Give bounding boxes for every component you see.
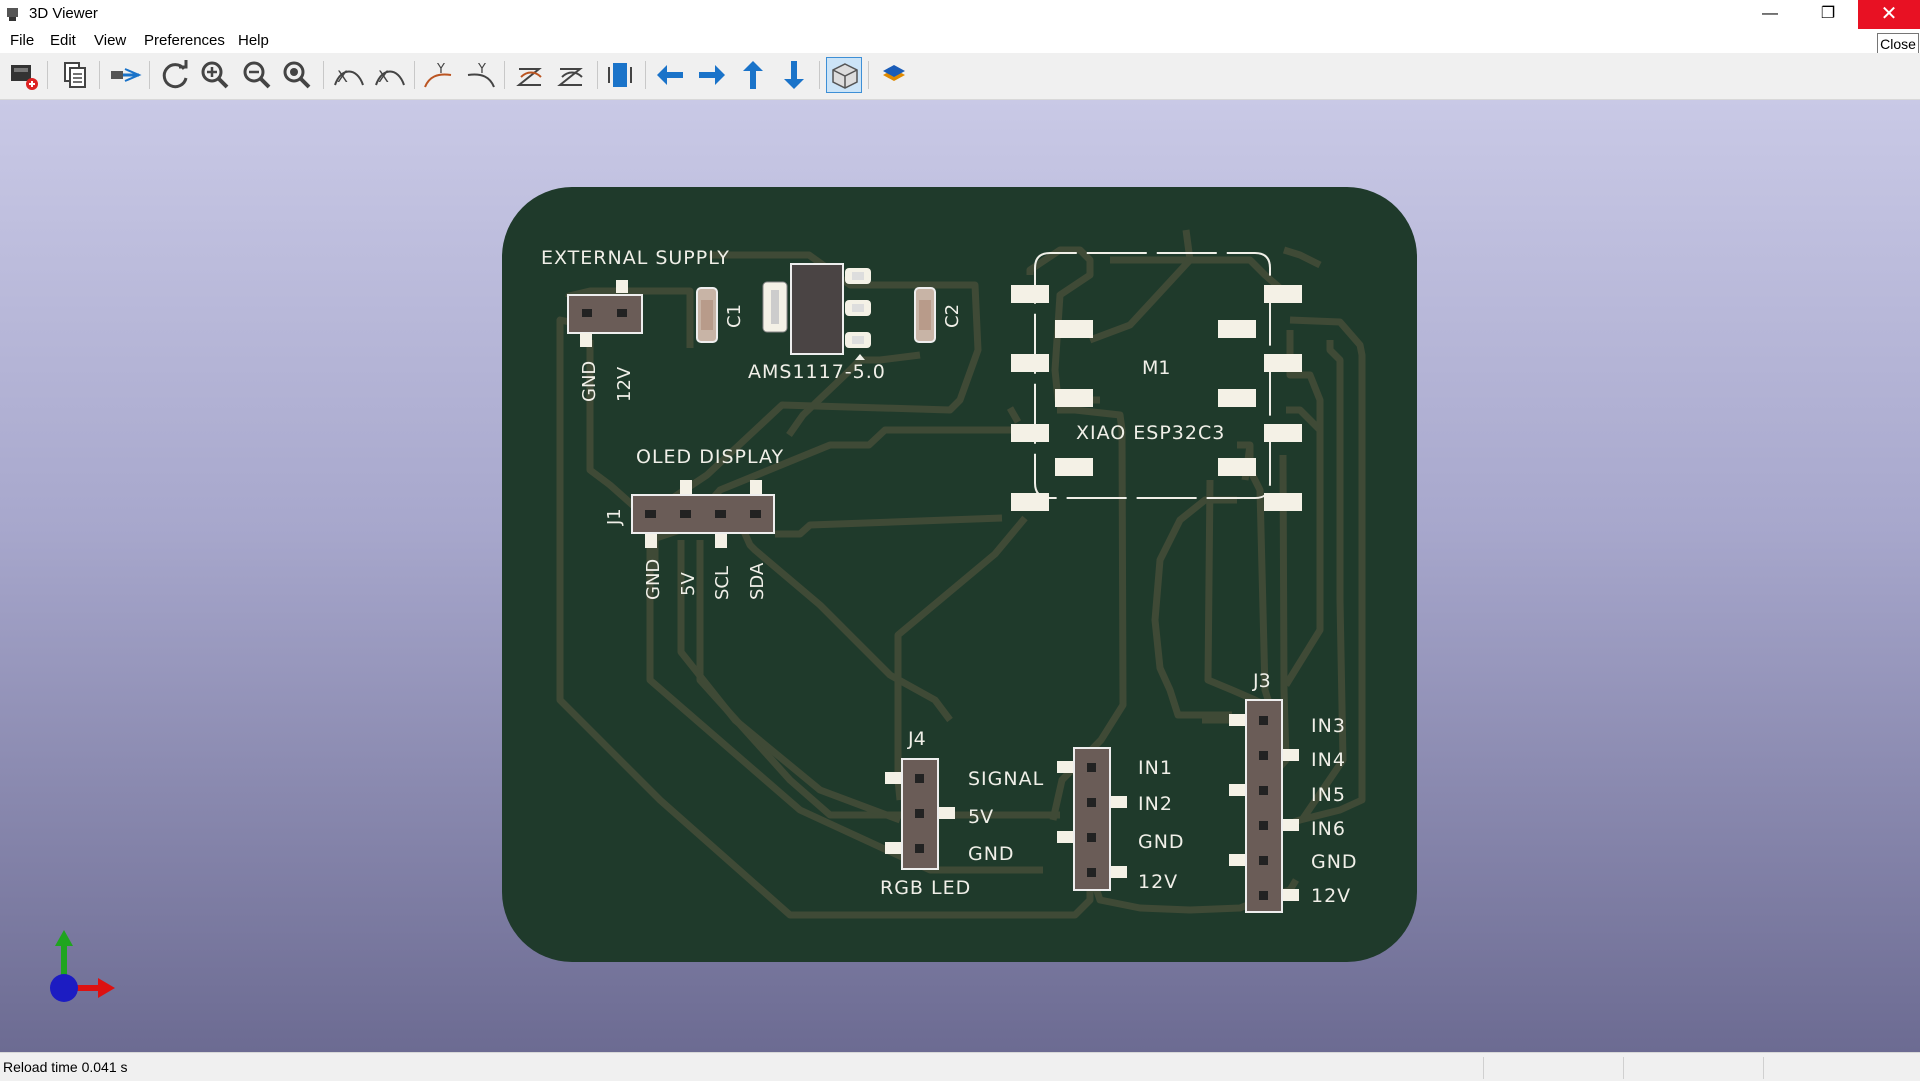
- window-title: 3D Viewer: [29, 5, 98, 22]
- app-icon: [7, 8, 18, 21]
- module-xiao-esp32c3: [1011, 252, 1302, 511]
- label-in5: IN5: [1311, 784, 1346, 806]
- connector-j3: [1229, 699, 1299, 913]
- connector-j4-rgb: [885, 758, 955, 870]
- flip-board-icon[interactable]: [603, 57, 639, 93]
- label-j3-12v: 12V: [1311, 885, 1351, 907]
- label-mid-12v: 12V: [1138, 871, 1178, 893]
- label-j4-gnd: GND: [968, 843, 1015, 865]
- rotate-z-ccw-icon[interactable]: [554, 57, 590, 93]
- label-xiao-esp32c3: XIAO ESP32C3: [1076, 422, 1225, 444]
- rotate-x-cw-icon[interactable]: X: [331, 57, 367, 93]
- menu-bar: File Edit View Preferences Help: [0, 29, 1920, 53]
- reload-board-icon[interactable]: [107, 57, 143, 93]
- label-in6: IN6: [1311, 818, 1346, 840]
- label-rgb-led: RGB LED: [880, 877, 971, 899]
- status-bar: Reload time 0.041 s: [0, 1052, 1920, 1081]
- label-c1: C1: [724, 304, 745, 328]
- rotate-y-cw-icon[interactable]: Y: [421, 57, 457, 93]
- menu-edit[interactable]: Edit: [50, 32, 76, 49]
- label-oled-display: OLED DISPLAY: [636, 446, 784, 468]
- label-in1: IN1: [1138, 757, 1173, 779]
- label-oled-sda: SDA: [747, 562, 768, 600]
- label-m1: M1: [1142, 357, 1170, 379]
- close-button[interactable]: ✕: [1858, 0, 1920, 29]
- menu-view[interactable]: View: [94, 32, 127, 49]
- label-oled-gnd: GND: [643, 559, 664, 600]
- capacitor-c2: [914, 287, 936, 343]
- axis-gizmo-icon: [50, 930, 115, 1002]
- label-in2: IN2: [1138, 793, 1173, 815]
- label-in4: IN4: [1311, 749, 1346, 771]
- label-j4: J4: [907, 728, 926, 750]
- pcb-board: [502, 187, 1417, 962]
- svg-text:Y: Y: [436, 62, 445, 77]
- connector-external-supply: [567, 280, 643, 347]
- label-external-supply: EXTERNAL SUPPLY: [541, 247, 730, 269]
- maximize-button[interactable]: ❐: [1820, 5, 1836, 22]
- label-j3-gnd: GND: [1311, 851, 1358, 873]
- rotate-z-cw-icon[interactable]: [513, 57, 549, 93]
- redraw-icon[interactable]: [157, 57, 193, 93]
- label-j3: J3: [1252, 670, 1271, 692]
- connector-j1-oled: [631, 480, 775, 548]
- label-in3: IN3: [1311, 715, 1346, 737]
- svg-text:Y: Y: [477, 62, 486, 77]
- capacitor-c1: [696, 287, 718, 343]
- render-raytracing-icon[interactable]: [5, 57, 41, 93]
- copy-image-icon[interactable]: [57, 57, 93, 93]
- move-left-icon[interactable]: [653, 57, 689, 93]
- label-j4-signal: SIGNAL: [968, 768, 1044, 790]
- layers-manager-icon[interactable]: [876, 57, 912, 93]
- connector-in1-in2: [1057, 747, 1127, 891]
- label-mid-gnd: GND: [1138, 831, 1185, 853]
- menu-file[interactable]: File: [10, 32, 35, 49]
- status-reload-time: Reload time 0.041 s: [3, 1059, 128, 1075]
- move-up-icon[interactable]: [735, 57, 771, 93]
- rotate-x-ccw-icon[interactable]: X: [372, 57, 408, 93]
- label-oled-scl: SCL: [712, 566, 733, 600]
- close-tooltip: Close: [1877, 33, 1919, 56]
- regulator-ams1117: [762, 263, 871, 360]
- label-12v-supply: 12V: [614, 366, 635, 402]
- 3d-viewport[interactable]: EXTERNAL SUPPLY GND 12V C1 AMS1117-5.0: [0, 100, 1920, 1052]
- move-right-icon[interactable]: [693, 57, 729, 93]
- svg-text:X: X: [337, 67, 348, 86]
- menu-preferences[interactable]: Preferences: [144, 32, 225, 49]
- label-oled-5v: 5V: [678, 572, 699, 596]
- orthographic-view-icon[interactable]: [826, 57, 862, 93]
- zoom-in-icon[interactable]: [197, 57, 233, 93]
- svg-text:X: X: [378, 67, 389, 86]
- rotate-y-ccw-icon[interactable]: Y: [462, 57, 498, 93]
- zoom-out-icon[interactable]: [239, 57, 275, 93]
- label-j1: J1: [604, 508, 625, 526]
- minimize-button[interactable]: —: [1762, 5, 1778, 22]
- label-c2: C2: [942, 304, 963, 328]
- menu-help[interactable]: Help: [238, 32, 269, 49]
- label-gnd-supply: GND: [579, 361, 600, 402]
- zoom-fit-icon[interactable]: [279, 57, 315, 93]
- label-ams1117: AMS1117-5.0: [748, 361, 886, 383]
- move-down-icon[interactable]: [776, 57, 812, 93]
- label-j4-5v: 5V: [968, 806, 993, 828]
- toolbar: X X Y Y: [0, 53, 1920, 100]
- title-bar: 3D Viewer — ❐ ✕: [0, 0, 1920, 29]
